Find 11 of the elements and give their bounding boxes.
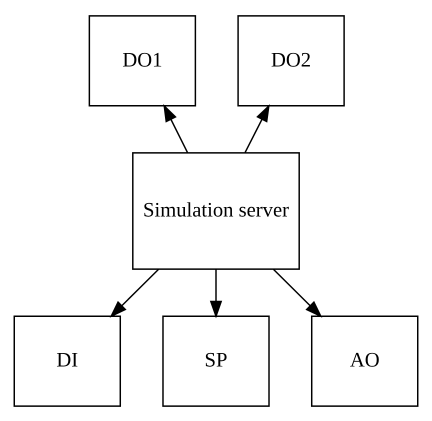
node-box: SP [162, 315, 270, 406]
arrow [163, 104, 188, 152]
node-box: Simulation server [132, 152, 300, 270]
arrow [244, 104, 270, 152]
node-box: DO2 [237, 14, 345, 106]
arrow [210, 268, 222, 318]
node-box: DO1 [88, 14, 196, 106]
arrow [110, 268, 160, 318]
node-box: DI [14, 315, 122, 406]
arrow [272, 268, 322, 318]
node-box: AO [310, 315, 418, 406]
